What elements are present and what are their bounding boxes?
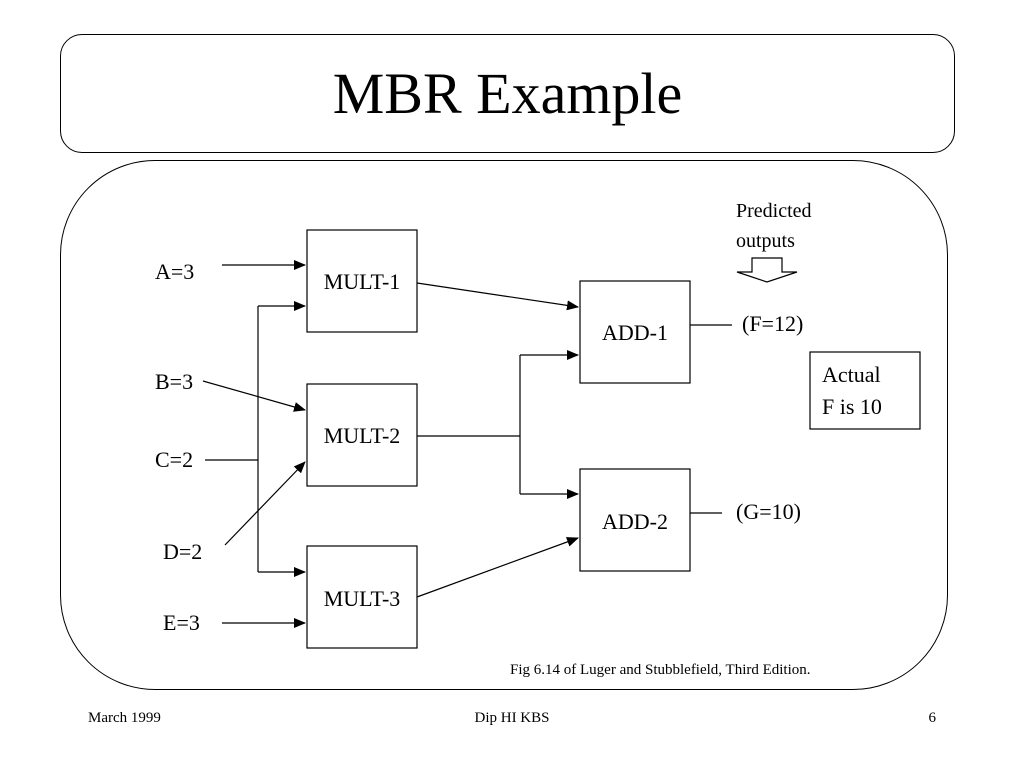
input-a-label: A=3 [155, 259, 194, 284]
add1-box [579, 280, 691, 384]
input-b-label: B=3 [155, 369, 193, 394]
down-arrow-icon [736, 257, 798, 283]
mult3-box [306, 545, 418, 649]
mult1-label: MULT-1 [324, 269, 401, 294]
diagram-box [60, 160, 948, 690]
mult1-box [306, 229, 418, 333]
wire-b-mult2 [202, 380, 306, 412]
add2-box [579, 468, 691, 572]
actual-box [809, 351, 921, 430]
add1-label: ADD-1 [602, 320, 668, 345]
footer-course: Dip HI KBS [474, 710, 550, 726]
input-e-label: E=3 [163, 610, 200, 635]
mult2-label: MULT-2 [324, 423, 401, 448]
predicted-label-line1: Predicted [736, 200, 812, 222]
predicted-label-line2: outputs [736, 230, 795, 252]
mult3-label: MULT-3 [324, 586, 401, 611]
footer-date: March 1999 [88, 710, 161, 726]
wire-mult1-add1 [416, 282, 579, 311]
title-box: MBR Example [60, 34, 955, 153]
figure-caption: Fig 6.14 of Luger and Stubblefield, Thir… [510, 662, 811, 678]
output-g-label: (G=10) [736, 499, 801, 524]
actual-label-line2: F is 10 [822, 394, 882, 419]
actual-label-line1: Actual [822, 362, 881, 387]
input-d-label: D=2 [163, 539, 202, 564]
footer-page-number: 6 [928, 710, 937, 726]
wire-d-mult2 [224, 461, 306, 546]
mult2-box [306, 383, 418, 487]
output-f-label: (F=12) [742, 311, 803, 336]
add2-label: ADD-2 [602, 509, 668, 534]
slide-title: MBR Example [332, 60, 683, 126]
input-c-label: C=2 [155, 447, 193, 472]
wire-mult3-add2 [416, 537, 579, 598]
